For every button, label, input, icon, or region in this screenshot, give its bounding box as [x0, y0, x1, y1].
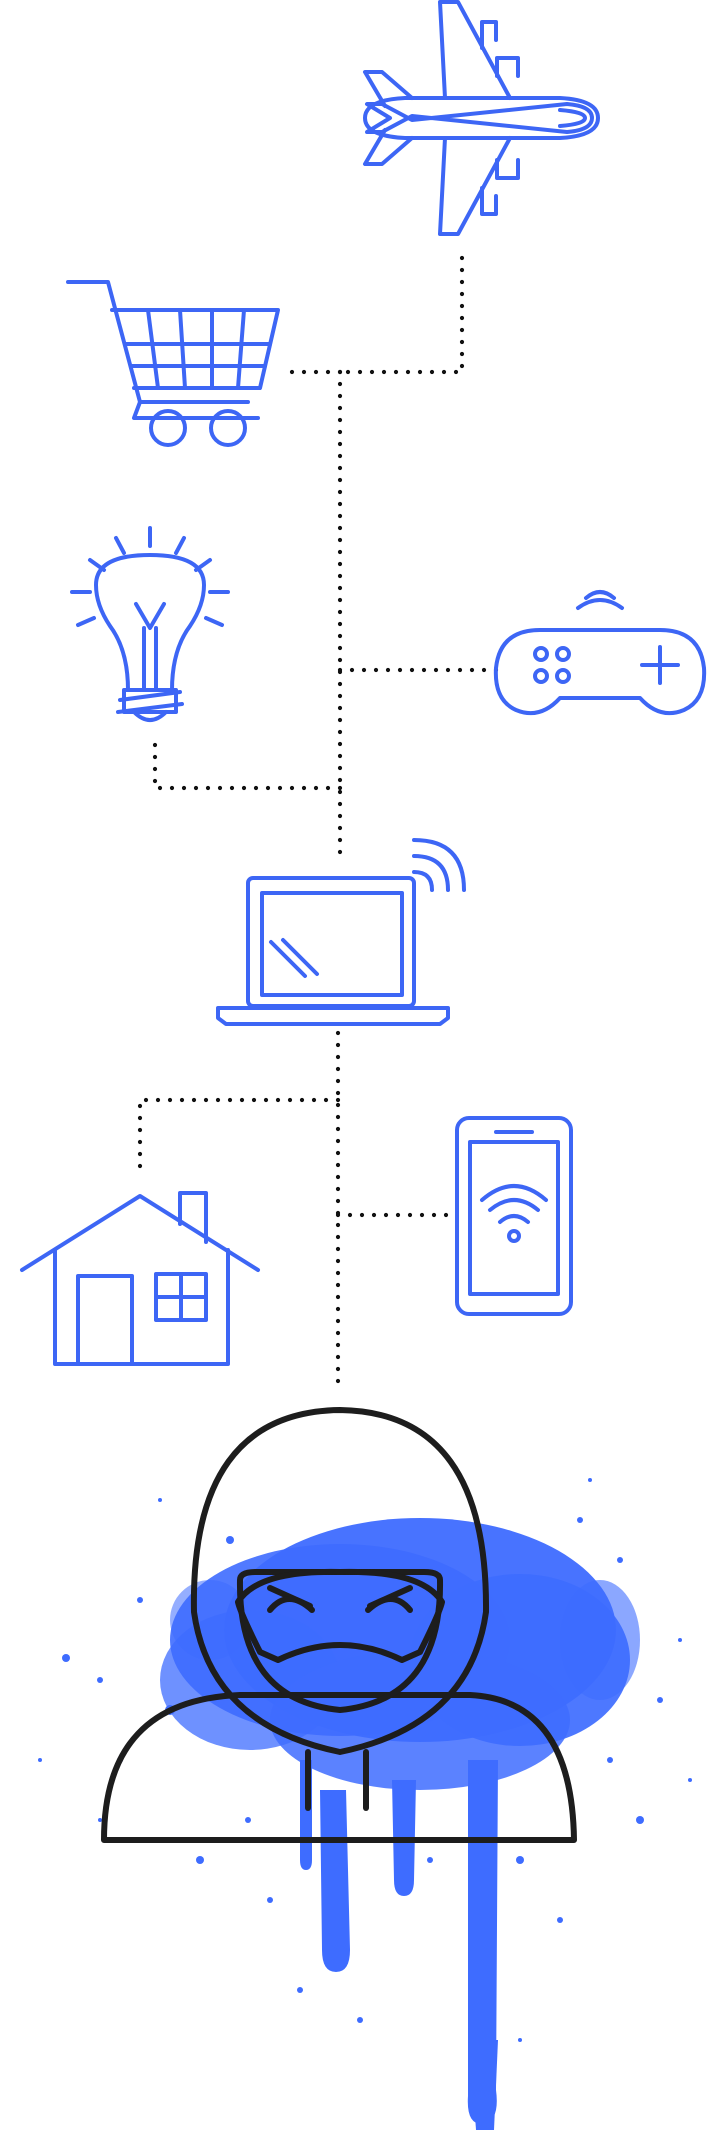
- game-controller-icon: [496, 592, 704, 713]
- connector-lines: [140, 258, 500, 1392]
- laptop-wifi-icon: [218, 840, 464, 1024]
- house-icon: [22, 1193, 258, 1364]
- connector-house: [140, 1100, 338, 1170]
- light-bulb-icon: [72, 528, 228, 720]
- shopping-cart-icon: [68, 282, 278, 445]
- connector-airplane: [340, 258, 462, 372]
- connector-bulb: [155, 740, 340, 788]
- airplane-icon: [365, 2, 598, 234]
- smartphone-wifi-icon: [457, 1118, 571, 1314]
